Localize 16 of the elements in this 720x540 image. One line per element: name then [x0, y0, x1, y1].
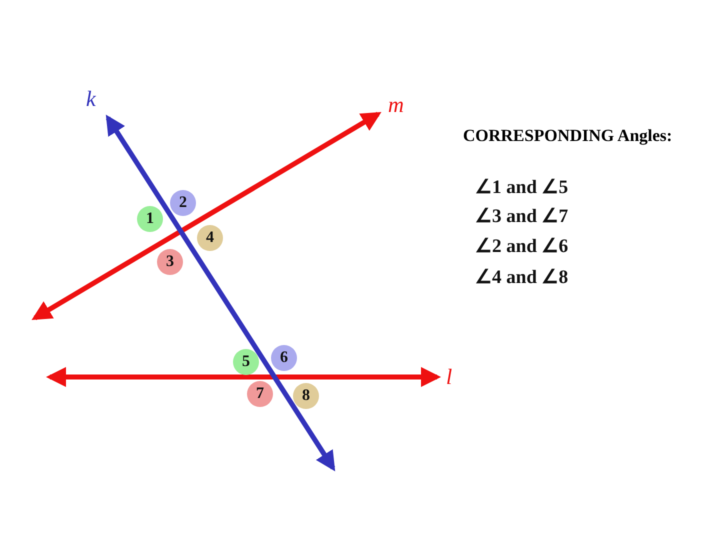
- angle-pair-text: ∠2 and ∠6: [475, 235, 568, 258]
- angle-number-marker: 2: [170, 190, 196, 216]
- angle-number-marker: 1: [137, 206, 163, 232]
- angle-number-marker: 5: [233, 349, 259, 375]
- angle-number-marker: 7: [247, 381, 273, 407]
- angle-number-marker: 3: [157, 249, 183, 275]
- angle-number-marker: 6: [271, 345, 297, 371]
- angle-pair-text: ∠1 and ∠5: [475, 176, 568, 199]
- line-name: l: [446, 364, 452, 390]
- angle-pair-text: ∠4 and ∠8: [475, 266, 568, 289]
- title: CORRESPONDING Angles:: [463, 126, 672, 146]
- line-name: k: [86, 86, 96, 112]
- angle-pair-text: ∠3 and ∠7: [475, 205, 568, 228]
- angle-number-marker: 8: [293, 383, 319, 409]
- line-name: m: [388, 92, 404, 118]
- angle-number-marker: 4: [197, 225, 223, 251]
